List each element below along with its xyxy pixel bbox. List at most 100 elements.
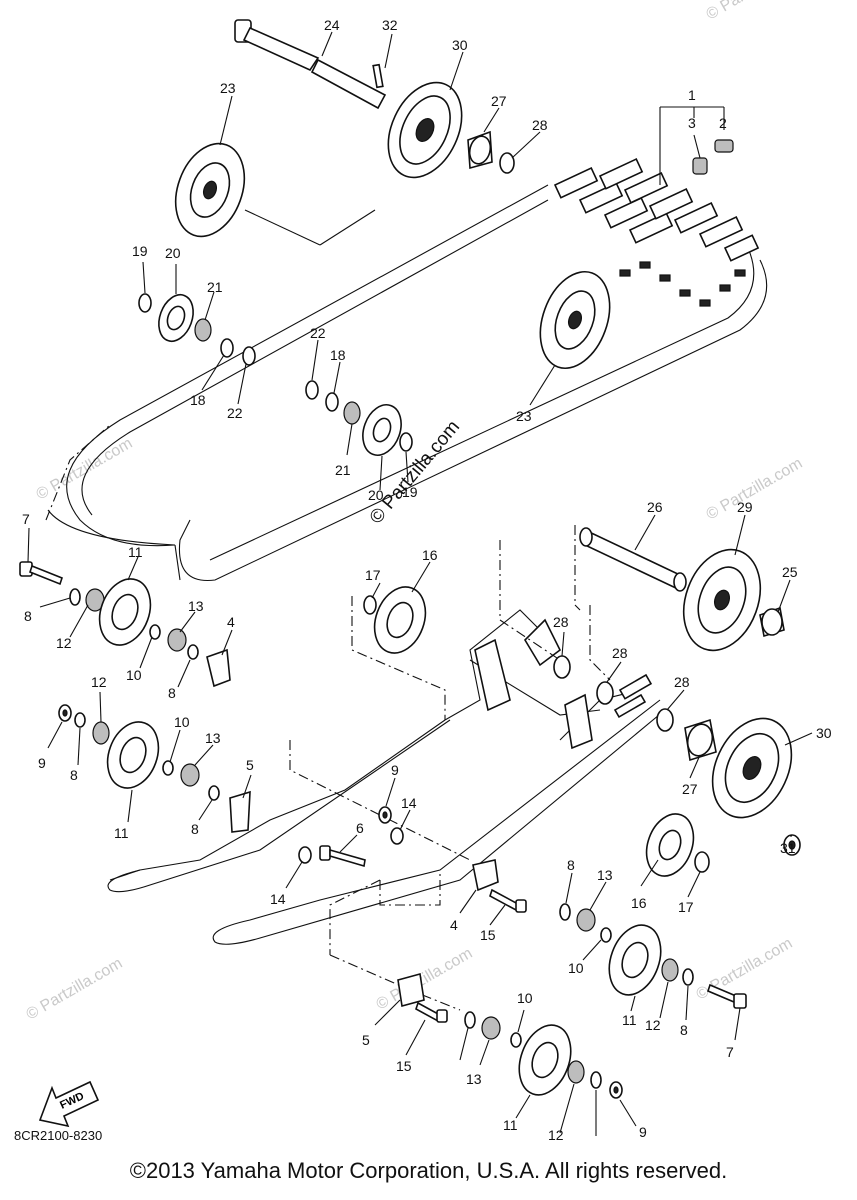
faint-watermark: © Partzilla.com <box>374 945 476 1014</box>
nut-31 <box>783 834 801 856</box>
callout: 13 <box>205 730 221 746</box>
callout-labels: 1 2 3 4 4 5 5 6 7 7 8 8 8 8 8 8 9 9 9 10… <box>22 17 832 1143</box>
callout: 15 <box>480 927 496 943</box>
callout: 28 <box>612 645 628 661</box>
callout: 19 <box>132 243 148 259</box>
spacer-10-d <box>510 1032 522 1048</box>
shaft <box>242 26 320 72</box>
bracket-4-b <box>472 859 499 892</box>
callout: 21 <box>335 462 351 478</box>
callout: 20 <box>165 245 181 261</box>
fwd-arrow-icon: FWD <box>38 1080 100 1128</box>
callout: 10 <box>517 990 533 1006</box>
bearing-12-c <box>661 958 679 982</box>
wheel-16-upper <box>373 586 427 654</box>
collar-8-g <box>464 1011 476 1029</box>
copyright-notice: ©2013 Yamaha Motor Corporation, U.S.A. A… <box>129 1158 728 1183</box>
callout: 24 <box>324 17 340 33</box>
callout: 11 <box>622 1012 637 1028</box>
bolt-15-a <box>489 888 527 913</box>
callout: 18 <box>330 347 346 363</box>
nut-14-b <box>298 846 312 864</box>
bearing-12-b <box>92 721 110 745</box>
axle-26 <box>579 527 687 592</box>
track-lugs <box>553 158 760 307</box>
leader-lines-top <box>142 31 725 491</box>
collar-8-c <box>74 712 86 728</box>
callout: 9 <box>391 762 399 778</box>
callout: 12 <box>548 1127 564 1143</box>
collar-8-a <box>69 588 81 606</box>
bearing-12-d <box>567 1060 585 1084</box>
callout: 17 <box>678 899 694 915</box>
bolt-7-left <box>19 561 63 586</box>
spacer-25 <box>759 606 785 638</box>
callout: 8 <box>24 608 32 624</box>
bracket-5-b <box>397 972 425 1008</box>
washer-28-upper <box>499 152 515 174</box>
nut-19-center <box>399 432 413 452</box>
callout: 1 <box>688 87 696 103</box>
bolt-15-b <box>415 1001 448 1023</box>
callout: 16 <box>631 895 647 911</box>
collar-8-h <box>590 1071 602 1089</box>
callout: 8 <box>70 767 78 783</box>
callout: 10 <box>174 714 190 730</box>
wheel-23-left <box>174 142 246 238</box>
callout: 12 <box>645 1017 661 1033</box>
collar-22-center <box>305 380 319 400</box>
callout: 21 <box>207 279 223 295</box>
callout: 4 <box>450 917 458 933</box>
wheel-11-b <box>106 721 160 789</box>
callout: 15 <box>396 1058 412 1074</box>
callout: 23 <box>220 80 236 96</box>
spacer-10-a <box>149 624 161 640</box>
faint-watermark: © Partzilla.com <box>694 935 796 1004</box>
bolt-6 <box>319 845 366 868</box>
collar-18-center <box>325 392 339 412</box>
slide-rail-bracket-left <box>474 638 511 712</box>
shaft-collar <box>310 58 387 110</box>
nut-19-left <box>138 293 152 313</box>
callout: 6 <box>356 820 364 836</box>
wheel-11-c <box>608 924 662 996</box>
bearing-13-b <box>180 763 200 787</box>
callout: 25 <box>782 564 798 580</box>
idler-wheel-30-lower <box>711 717 793 819</box>
bearing-21-center <box>343 401 361 425</box>
callout: 16 <box>422 547 438 563</box>
bracket-5-a <box>229 790 251 833</box>
callout: 13 <box>466 1071 482 1087</box>
cotter-pin <box>372 63 384 89</box>
wheel-20-center <box>362 404 402 456</box>
collar-18-left <box>220 338 234 358</box>
callout: 5 <box>362 1032 370 1048</box>
callout: 22 <box>310 325 326 341</box>
collar-8-f <box>682 968 694 986</box>
callout: 13 <box>188 598 204 614</box>
bearing-21-left <box>194 318 212 342</box>
clip-3 <box>692 157 708 175</box>
callout: 14 <box>270 891 286 907</box>
slide-rail-frame <box>107 609 666 945</box>
callout: 7 <box>22 511 30 527</box>
callout: 31 <box>780 840 796 856</box>
slide-rail-bracket-right <box>564 693 593 750</box>
faint-watermark: © Partzilla.com <box>24 955 126 1024</box>
bearing-13-a <box>167 628 187 652</box>
washer-28-c <box>656 708 674 732</box>
callout: 12 <box>91 674 107 690</box>
wheel-11-a <box>98 578 152 646</box>
callout: 9 <box>38 755 46 771</box>
callout: 7 <box>726 1044 734 1060</box>
callout: 11 <box>503 1117 518 1133</box>
callout: 20 <box>368 487 384 503</box>
faint-watermark: © Partzilla.com <box>704 455 806 524</box>
wheel-11-d <box>518 1024 572 1096</box>
spacer-10-b <box>162 760 174 776</box>
callout: 12 <box>56 635 72 651</box>
bearing-13-d <box>481 1016 501 1040</box>
callout: 22 <box>227 405 243 421</box>
callout: 19 <box>402 484 418 500</box>
nut-9-a <box>58 704 72 722</box>
